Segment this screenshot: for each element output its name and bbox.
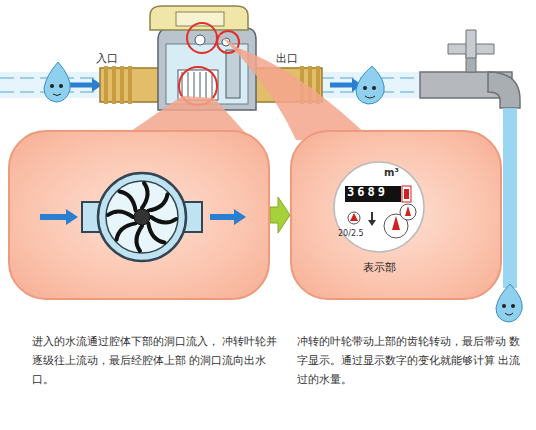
illustration-part (114, 219, 136, 241)
dial-label: 3689 (347, 185, 388, 200)
illustration-part (142, 183, 148, 208)
illustration-part (144, 223, 166, 245)
illustration-part (216, 32, 372, 140)
illustration-part (372, 86, 376, 90)
illustration-part (502, 304, 506, 308)
info-panel: 表示部冲转的叶轮带动上部的齿轮转动，最后带动 数字显示。通过显示数字的变化就能够… (290, 130, 502, 300)
illustration-part (134, 209, 150, 225)
illustration-part (200, 72, 201, 98)
port-label: 出口 (276, 52, 298, 66)
illustration-part (44, 62, 70, 102)
port-label: 入口 (96, 52, 118, 66)
illustration-part (206, 72, 207, 98)
illustration-part (511, 304, 515, 308)
illustration-part (195, 35, 205, 45)
illustration-part (402, 186, 411, 202)
illustration-part (503, 108, 517, 288)
panel-title: 表示部 (292, 258, 466, 277)
info-panel: 进入的水流通过腔体下部的洞口流入， 冲转叶轮并逐级往上流动，最后经腔体上部 的洞… (8, 130, 270, 300)
illustration-part (392, 216, 400, 230)
illustration-part (368, 220, 376, 226)
illustration-part (405, 206, 411, 216)
dial-label: 20/2.5 (338, 228, 364, 239)
illustration-part (108, 183, 176, 251)
illustration-part (212, 72, 213, 98)
meter-dial (292, 132, 504, 302)
illustration-part (136, 226, 142, 251)
illustration-part (112, 66, 116, 104)
illustration-part (363, 86, 367, 90)
illustration-part (365, 96, 375, 98)
illustration-part (128, 66, 132, 104)
illustration-part (53, 94, 61, 96)
illustration-part (106, 181, 178, 253)
illustration-part (59, 84, 63, 88)
illustration-part (234, 209, 246, 225)
inlet-pipe (100, 66, 162, 104)
illustration-part (104, 66, 108, 104)
leader-wedges (118, 32, 372, 140)
illustration-part (187, 23, 217, 53)
impeller-illustration (10, 132, 272, 302)
illustration-part (120, 66, 124, 104)
illustration-part (345, 186, 401, 202)
illustration-part (488, 72, 520, 108)
illustration-part (151, 217, 176, 223)
dial-label: m³ (384, 166, 399, 179)
illustration-part (226, 50, 240, 98)
illustration-part (404, 189, 409, 199)
illustration-part (496, 284, 522, 322)
illustration-part (98, 173, 186, 261)
callout-circles (179, 23, 239, 105)
flow-arrow (270, 197, 290, 233)
illustration-part (330, 83, 352, 88)
illustration-part (348, 212, 360, 224)
illustration-part (70, 83, 92, 88)
illustration-part (40, 214, 68, 220)
illustration-part (118, 189, 140, 211)
illustration-part (356, 66, 384, 104)
illustration-part (466, 30, 476, 58)
illustration-part (334, 162, 424, 252)
illustration-part (188, 72, 189, 98)
illustration-part (505, 313, 513, 315)
illustration-part (148, 193, 170, 215)
illustration-part (400, 204, 416, 220)
illustration-part (50, 84, 54, 88)
illustration-part (350, 213, 358, 221)
caption-text: 进入的水流通过腔体下部的洞口流入， 冲转叶轮并逐级往上流动，最后经腔体上部 的洞… (32, 332, 278, 389)
illustration-part (194, 72, 195, 98)
illustration-part (66, 209, 78, 225)
caption-text: 冲转的叶轮带动上部的齿轮转动，最后带动 数字显示。通过显示数字的变化就能够计算 … (297, 332, 529, 389)
meter-body (150, 6, 256, 110)
illustration-part (108, 211, 133, 217)
illustration-part (150, 6, 248, 30)
illustration-part (210, 214, 236, 220)
